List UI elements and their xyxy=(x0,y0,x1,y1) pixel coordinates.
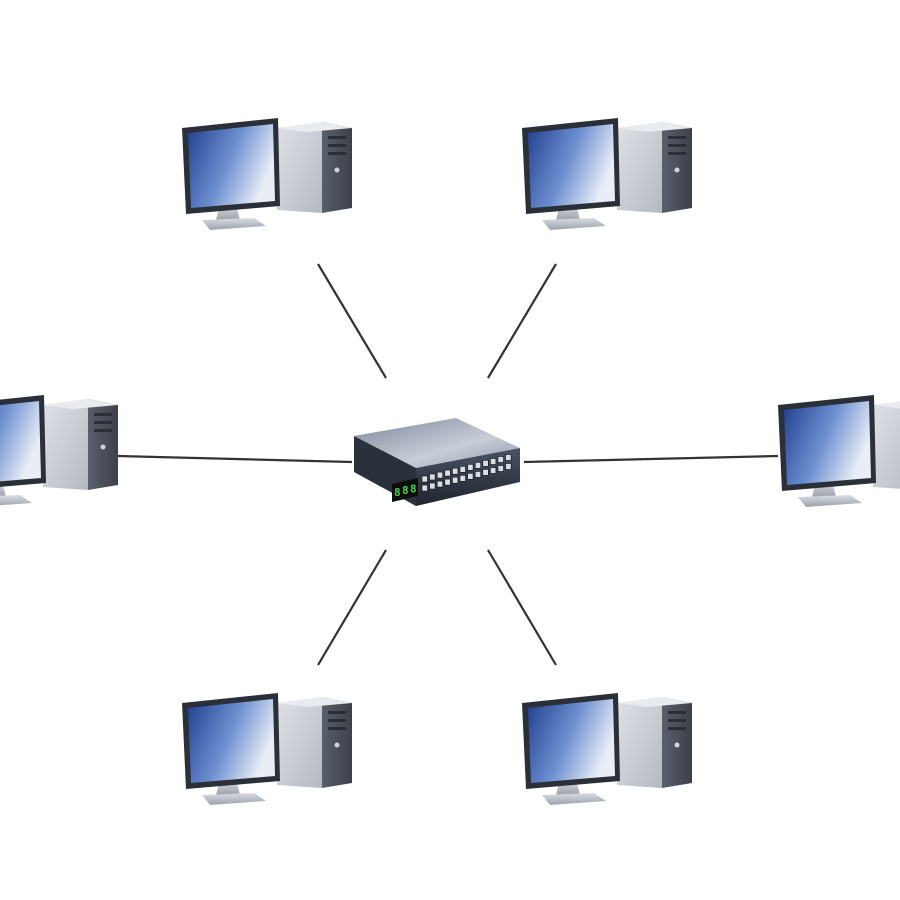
switch-port xyxy=(429,473,436,481)
switch-display-digit: 8 xyxy=(394,486,401,499)
switch-port xyxy=(482,460,489,467)
desktop-computer-bottom-right-icon xyxy=(522,693,692,805)
switch-port xyxy=(505,463,512,470)
switch-port xyxy=(467,463,474,471)
desktop-computer-left-icon xyxy=(0,395,118,507)
desktop-computer-top-right-icon xyxy=(522,118,692,230)
switch-port xyxy=(421,484,428,492)
switch-port xyxy=(452,467,459,475)
switch-port xyxy=(497,465,504,472)
network-links xyxy=(117,263,779,666)
switch-display-digit: 8 xyxy=(402,484,409,497)
network-link-top-left xyxy=(317,263,387,379)
switch-port xyxy=(490,458,497,465)
network-link-right xyxy=(523,454,779,464)
switch-port xyxy=(429,482,436,490)
switch-port xyxy=(467,472,474,480)
switch-port xyxy=(497,456,504,463)
switch-port xyxy=(505,454,512,461)
desktop-computer-top-left-icon xyxy=(182,118,352,230)
switch-port xyxy=(474,462,481,469)
network-link-top-right xyxy=(487,263,557,379)
network-link-bottom-right xyxy=(487,549,557,666)
switch-port xyxy=(459,465,466,473)
switch-port xyxy=(452,476,459,484)
switch-port xyxy=(444,478,451,486)
switch-port xyxy=(490,467,497,474)
switch-port xyxy=(482,469,489,476)
network-link-left xyxy=(117,454,353,464)
switch-ports xyxy=(421,454,512,492)
switch-display-digit: 8 xyxy=(410,482,417,495)
desktop-computer-right-icon xyxy=(778,395,900,507)
switch-port xyxy=(444,469,451,477)
network-link-bottom-left xyxy=(317,549,387,666)
switch-port xyxy=(436,471,443,479)
switch-port xyxy=(436,480,443,488)
switch-port xyxy=(459,474,466,482)
desktop-computer-bottom-left-icon xyxy=(182,693,352,805)
switch-port xyxy=(421,475,428,483)
switch-port xyxy=(474,471,481,478)
